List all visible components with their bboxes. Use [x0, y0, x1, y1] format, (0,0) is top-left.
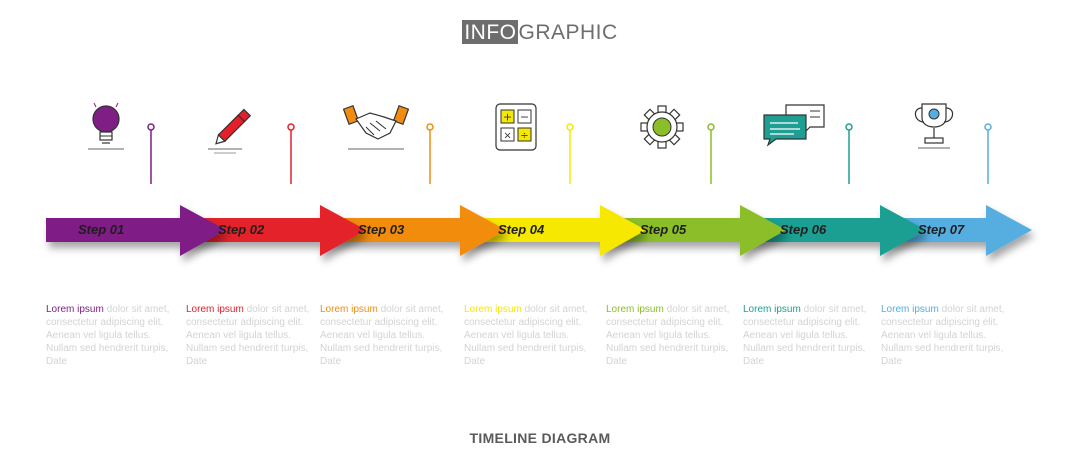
pen-icon — [208, 108, 252, 154]
connector-dot — [426, 123, 434, 131]
desc-lead: Lorem ipsum — [320, 304, 378, 315]
footer-title: TIMELINE DIAGRAM — [469, 430, 611, 446]
step-description-03: Lorem ipsum dolor sit amet, consectetur … — [320, 303, 448, 368]
desc-body: dolor sit amet, consectetur adipiscing e… — [464, 304, 588, 354]
step-description-04: Lorem ipsum dolor sit amet, consectetur … — [464, 303, 592, 368]
step-label-01: Step 01 — [78, 222, 125, 237]
step-label-02: Step 02 — [218, 222, 265, 237]
desc-body: dolor sit amet, consectetur adipiscing e… — [320, 304, 444, 354]
desc-lead: Lorem ipsum — [186, 304, 244, 315]
lightbulb-icon — [88, 102, 124, 150]
arrow-step-2 — [186, 205, 366, 256]
svg-text:×: × — [503, 131, 511, 142]
step-description-02: Lorem ipsum dolor sit amet, consectetur … — [186, 303, 314, 368]
desc-lead: Lorem ipsum — [606, 304, 664, 315]
arrow-step-1 — [46, 205, 226, 256]
arrow-step-3 — [326, 205, 506, 256]
connector-dot — [147, 123, 155, 131]
desc-date: Date — [606, 356, 628, 367]
desc-body: dolor sit amet, consectetur adipiscing e… — [186, 304, 310, 354]
desc-body: dolor sit amet, consectetur adipiscing e… — [46, 304, 170, 354]
gear-icon — [640, 105, 684, 149]
page-title: INFOGRAPHIC — [0, 20, 1080, 45]
svg-text:÷: ÷ — [520, 131, 528, 142]
step-description-05: Lorem ipsum dolor sit amet, consectetur … — [606, 303, 734, 368]
calculator-icon: + − × ÷ — [495, 103, 537, 151]
connector-dot — [845, 123, 853, 131]
title-rest-part: GRAPHIC — [518, 21, 618, 44]
connector-dot — [707, 123, 715, 131]
desc-date: Date — [46, 356, 68, 367]
svg-text:+: + — [503, 111, 512, 124]
desc-lead: Lorem ipsum — [464, 304, 522, 315]
arrow-step-4 — [466, 205, 646, 256]
connector-dot — [984, 123, 992, 131]
step-description-01: Lorem ipsum dolor sit amet, consectetur … — [46, 303, 174, 368]
step-label-07: Step 07 — [918, 222, 965, 237]
desc-body: dolor sit amet, consectetur adipiscing e… — [606, 304, 730, 354]
desc-lead: Lorem ipsum — [743, 304, 801, 315]
handshake-icon — [342, 105, 410, 150]
desc-body: dolor sit amet, consectetur adipiscing e… — [743, 304, 867, 354]
step-label-03: Step 03 — [358, 222, 405, 237]
step-description-07: Lorem ipsum dolor sit amet, consectetur … — [881, 303, 1009, 368]
chat-bubbles-icon — [763, 104, 825, 147]
svg-text:−: − — [520, 111, 529, 124]
arrow-step-5 — [606, 205, 786, 256]
desc-date: Date — [881, 356, 903, 367]
arrow-band — [46, 205, 1032, 256]
title-boxed-part: INFO — [462, 20, 519, 44]
arrow-step-7 — [886, 205, 1032, 256]
desc-date: Date — [186, 356, 208, 367]
step-label-05: Step 05 — [640, 222, 687, 237]
trophy-icon — [914, 103, 954, 149]
connector-pins — [147, 123, 992, 184]
desc-date: Date — [743, 356, 765, 367]
desc-date: Date — [320, 356, 342, 367]
step-description-06: Lorem ipsum dolor sit amet, consectetur … — [743, 303, 871, 368]
desc-body: dolor sit amet, consectetur adipiscing e… — [881, 304, 1005, 354]
desc-lead: Lorem ipsum — [881, 304, 939, 315]
connector-dot — [287, 123, 295, 131]
desc-date: Date — [464, 356, 486, 367]
step-label-04: Step 04 — [498, 222, 545, 237]
arrow-step-6 — [746, 205, 926, 256]
step-label-06: Step 06 — [780, 222, 827, 237]
desc-lead: Lorem ipsum — [46, 304, 104, 315]
connector-dot — [566, 123, 574, 131]
